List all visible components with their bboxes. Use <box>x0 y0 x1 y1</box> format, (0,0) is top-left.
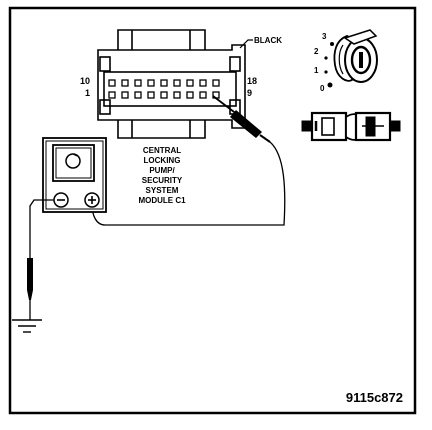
meter-display <box>55 147 92 179</box>
svg-text:MODULE C1: MODULE C1 <box>138 196 186 205</box>
negative-test-lead <box>29 199 54 258</box>
back-probe <box>212 95 271 143</box>
svg-text:CENTRAL: CENTRAL <box>143 146 181 155</box>
ignition-positions: 3 2 1 0 <box>314 32 327 93</box>
ignition-key-icon <box>324 29 378 88</box>
svg-text:1: 1 <box>314 66 319 75</box>
connector-c1 <box>97 29 246 139</box>
color-label-leader <box>239 39 253 49</box>
svg-text:3: 3 <box>322 32 327 41</box>
connector-pin-cavities <box>108 79 220 99</box>
ground-probe <box>27 258 33 320</box>
ground-symbol-icon <box>12 319 42 333</box>
pin-label-1: 1 <box>85 88 90 98</box>
svg-text:PUMP/: PUMP/ <box>149 166 175 175</box>
svg-text:2: 2 <box>314 47 319 56</box>
svg-text:LOCKING: LOCKING <box>144 156 181 165</box>
positive-test-lead <box>91 141 286 226</box>
svg-text:SECURITY: SECURITY <box>142 176 183 185</box>
svg-text:0: 0 <box>320 84 325 93</box>
pin-label-10: 10 <box>80 76 90 86</box>
switch-side-view-icon <box>301 111 401 142</box>
figure-code: 9115c872 <box>346 390 403 405</box>
module-label: CENTRAL LOCKING PUMP/ SECURITY SYSTEM MO… <box>138 146 186 205</box>
pin-label-18: 18 <box>247 76 257 86</box>
svg-text:SYSTEM: SYSTEM <box>146 186 179 195</box>
pin-label-9: 9 <box>247 88 252 98</box>
figure-frame <box>8 6 417 415</box>
multimeter <box>42 137 107 213</box>
connector-color-label: BLACK <box>254 36 282 45</box>
